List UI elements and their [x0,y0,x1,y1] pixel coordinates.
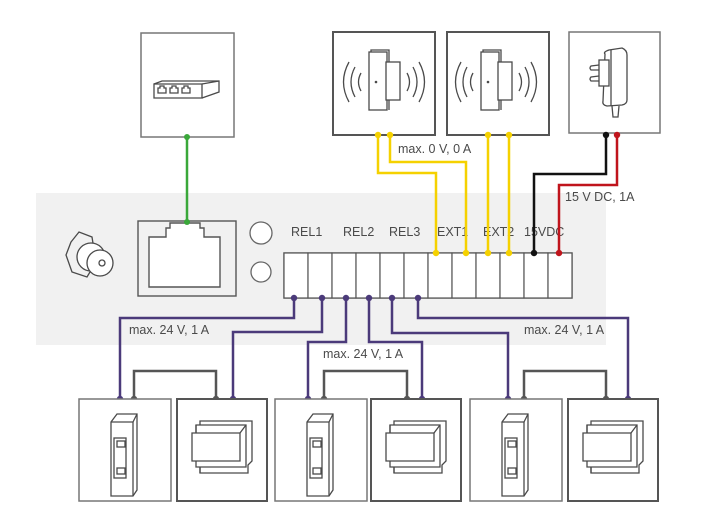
door-strike-icon [306,413,334,497]
terminal-label-rel2: REL2 [343,225,374,239]
terminal-slot [523,252,549,299]
terminal-slot [475,252,501,299]
power-wires [530,131,621,257]
power-adapter-icon [589,47,628,118]
door-sensor-1-device [332,31,436,136]
status-led-2 [250,261,272,283]
annotation-power: 15 V DC, 1A [565,190,635,204]
terminal-slot [379,252,405,299]
terminal-label-rel3: REL3 [389,225,420,239]
din-rail-psu-icon [385,420,447,474]
load-wires [130,369,610,403]
terminal-slot [331,252,357,299]
terminal-slot [355,252,381,299]
door-sensor-icon [454,49,538,111]
terminal-slot [307,252,333,299]
din-rail-psu-icon [582,420,644,474]
terminal-slot [403,252,429,299]
power-adapter-device [568,31,661,134]
network-switch-device [140,32,235,138]
input-wires [374,131,513,257]
terminal-slot [499,252,525,299]
door-sensor-2-device [446,31,550,136]
din-rail-psu-icon [191,420,253,474]
network-switch-icon [153,80,220,99]
load-group-1 [78,398,268,502]
terminal-label-ext1: EXT1 [437,225,468,239]
door-strike-icon [501,413,529,497]
annotation-relay2: max. 24 V, 1 A [323,347,404,361]
load-group-2 [274,398,462,502]
annotation-relay3: max. 24 V, 1 A [524,323,605,337]
terminal-slot [283,252,309,299]
terminal-slot [547,252,573,299]
door-strike-icon [110,413,138,497]
terminal-slot [451,252,477,299]
ethernet-port[interactable] [137,220,237,297]
annotation-inputs: max. 0 V, 0 A [398,142,472,156]
terminal-label-ext2: EXT2 [483,225,514,239]
terminal-block [283,252,573,299]
door-sensor-icon [342,49,426,111]
status-led-1 [249,221,273,245]
terminal-slot [427,252,453,299]
annotation-relay1: max. 24 V, 1 A [129,323,210,337]
bnc-connector [65,231,114,278]
load-group-3 [469,398,659,502]
terminal-label-rel1: REL1 [291,225,322,239]
